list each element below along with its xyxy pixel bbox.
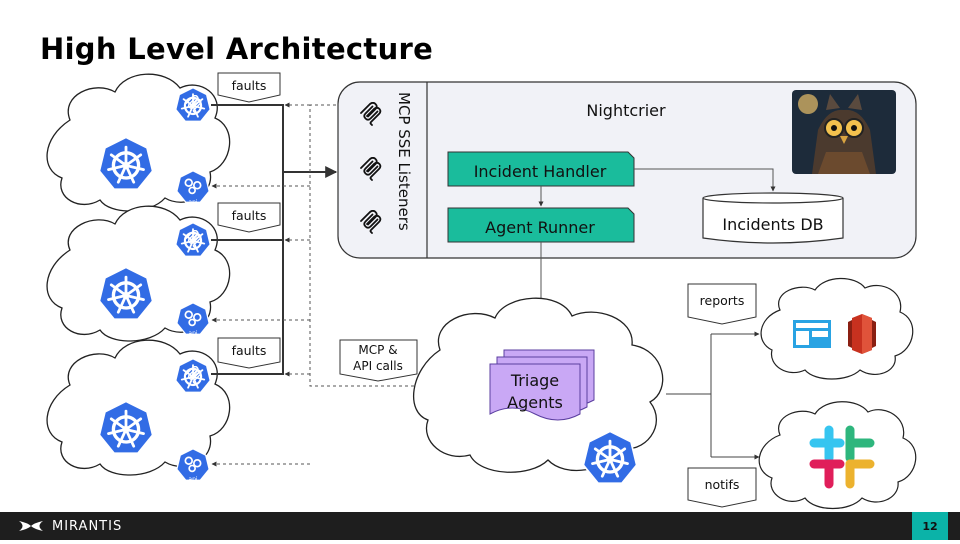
agent-runner-box: Agent Runner: [447, 207, 635, 243]
svg-text:faults: faults: [232, 78, 267, 93]
svg-text:faults: faults: [232, 208, 267, 223]
slack-icon: [809, 425, 875, 489]
mirantis-brand-text: MIRANTIS: [52, 518, 123, 534]
fault-connectors: [211, 104, 338, 375]
owl-mascot-image: [792, 90, 896, 174]
incidents-db-cylinder: Incidents DB: [702, 192, 844, 244]
svg-text:Agent Runner: Agent Runner: [485, 218, 595, 237]
page-number: 12: [912, 512, 948, 540]
mcp-api-calls-label: MCP & API calls: [339, 339, 418, 382]
api-server-icon: api: [176, 302, 210, 337]
notifs-cloud: [758, 401, 917, 509]
output-connectors: [666, 331, 760, 460]
page-title: High Level Architecture: [40, 32, 434, 66]
svg-text:Agents: Agents: [507, 393, 563, 412]
footer-bar: MIRANTIS 12: [0, 512, 960, 540]
notifs-label: notifs: [687, 467, 757, 508]
svg-text:api: api: [188, 199, 197, 206]
svg-text:faults: faults: [232, 343, 267, 358]
svg-text:notifs: notifs: [705, 477, 740, 492]
svg-text:Incident Handler: Incident Handler: [474, 162, 607, 181]
faults-label: faults: [217, 72, 281, 103]
api-call-connectors: [211, 102, 416, 467]
api-server-icon: api: [176, 170, 210, 206]
svg-text:API calls: API calls: [353, 359, 403, 373]
api-server-icon: api: [176, 448, 210, 483]
faults-label: faults: [217, 202, 281, 233]
mcp-sse-listeners-label: MCP SSE Listeners: [395, 92, 413, 231]
nightcrier-title: Nightcrier: [586, 101, 666, 120]
s3-bucket-icon: [848, 314, 876, 354]
svg-text:Incidents DB: Incidents DB: [722, 215, 823, 234]
svg-text:MCP &: MCP &: [358, 343, 397, 357]
svg-text:api: api: [188, 476, 197, 483]
incident-handler-box: Incident Handler: [447, 151, 635, 187]
svg-text:reports: reports: [700, 293, 745, 308]
triage-agents-stack: Triage Agents: [489, 349, 595, 421]
svg-text:Triage: Triage: [510, 371, 559, 390]
reports-cloud: [760, 277, 914, 380]
mirantis-logo-icon: [19, 521, 43, 531]
faults-label: faults: [217, 337, 281, 369]
svg-text:api: api: [188, 330, 197, 337]
dashboard-icon: [793, 320, 831, 348]
mirantis-logo: MIRANTIS: [18, 517, 122, 535]
reports-label: reports: [687, 283, 757, 325]
